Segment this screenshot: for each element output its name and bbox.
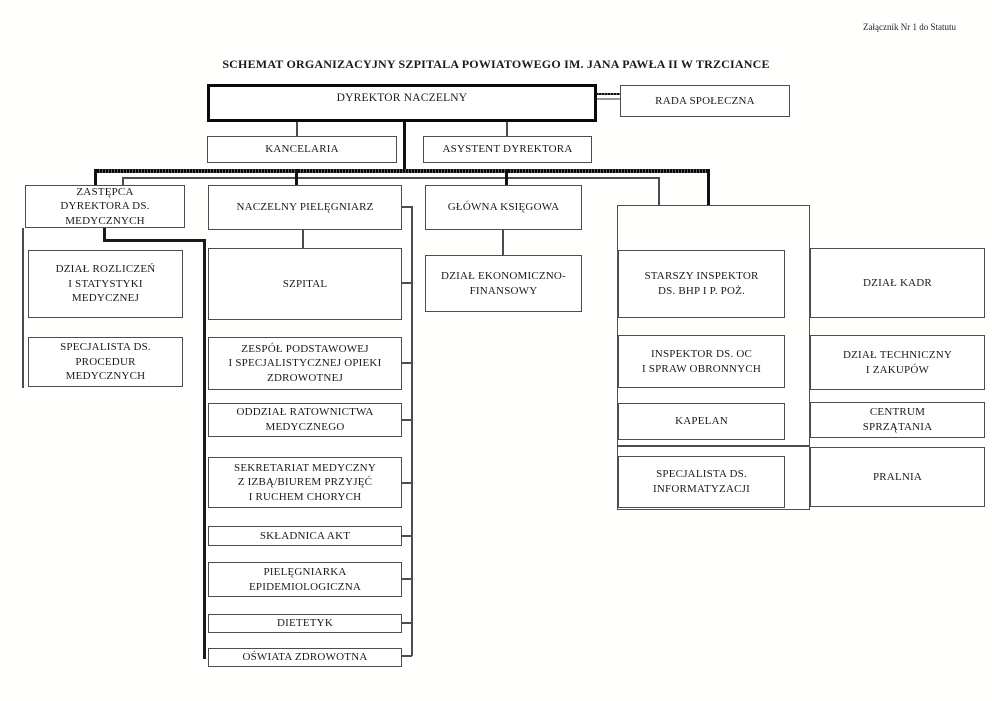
node-kapelan: KAPELAN [618,403,785,440]
stub-pielegniarka [402,578,412,580]
node-szpital: SZPITAL [208,248,402,320]
node-pralnia: PRALNIA [810,447,985,507]
edge-dyrektor-rada-bottom [596,98,621,100]
edge-dyrektor-kancelaria [296,121,298,136]
node-dietetyk: DIETETYK [208,614,402,633]
node-oddzial-ratownictwa: ODDZIAŁ RATOWNICTWA MEDYCZNEGO [208,403,402,437]
node-zespol-opieki: ZESPÓŁ PODSTAWOWEJ I SPECJALISTYCZNEJ OP… [208,337,402,390]
stub-dietetyk [402,622,412,624]
node-centrum-sprzatania: CENTRUM SPRZĄTANIA [810,402,985,438]
page-title: SCHEMAT ORGANIZACYJNY SZPITALA POWIATOWE… [222,57,770,71]
right-spine-hospital-column [411,206,413,656]
edge-dyrektor-spine [403,121,406,171]
node-kancelaria: KANCELARIA [207,136,397,163]
edge-zastepca-corner-h [103,239,205,242]
node-dzial-ekonomiczno-finansowy: DZIAŁ EKONOMICZNO- FINANSOWY [425,255,582,312]
node-specjalista-procedur: SPECJALISTA DS. PROCEDUR MEDYCZNYCH [28,337,183,387]
node-oswiata-zdrowotna: OŚWIATA ZDROWOTNA [208,648,402,667]
node-starszy-inspektor-bhp: STARSZY INSPEKTOR DS. BHP I P. POŻ. [618,250,785,318]
node-pielegniarka-epidemiologiczna: PIELĘGNIARKA EPIDEMIOLOGICZNA [208,562,402,597]
node-zastepca-dyrektora: ZASTĘPCA DYREKTORA DS. MEDYCZNYCH [25,185,185,228]
node-rada-spoleczna: RADA SPOŁECZNA [620,85,790,117]
node-dzial-kadr: DZIAŁ KADR [810,248,985,318]
edge-zastepca-corner-v [103,228,106,240]
node-naczelny-pielegniarz: NACZELNY PIELĘGNIARZ [208,185,402,230]
main-rail-thick [94,169,710,173]
edge-rail2-grupa-administracyjna [658,177,660,205]
node-skladnica-akt: SKŁADNICA AKT [208,526,402,546]
node-dzial-rozliczen: DZIAŁ ROZLICZEŃ I STATYSTYKI MEDYCZNEJ [28,250,183,318]
stub-sekretariat [402,482,412,484]
edge-rail-zastepca [94,169,97,185]
node-glowna-ksiegowa: GŁÓWNA KSIĘGOWA [425,185,582,230]
stub-oswiata [402,655,412,657]
edge-dyrektor-asystent [506,121,508,136]
node-dyrektor-naczelny: DYREKTOR NACZELNY [207,84,597,122]
left-spine-hospital-column [203,239,206,659]
node-specjalista-informatyzacji: SPECJALISTA DS. INFORMATYZACJI [618,456,785,508]
edge-rail2-zastepca [122,177,124,185]
edge-glowna-ekonomiczny [502,230,504,255]
stub-skladnica [402,535,412,537]
edge-rail-glowna [505,169,508,185]
stub-naczelny [402,206,412,208]
node-asystent-dyrektora: ASYSTENT DYREKTORA [423,136,592,163]
left-column-spine [22,228,24,388]
edge-rail-grupa-administracyjna [707,169,710,206]
node-dzial-techniczny: DZIAŁ TECHNICZNY I ZAKUPÓW [810,335,985,390]
attachment-note: Załącznik Nr 1 do Statutu [863,22,956,32]
main-rail-thin [122,177,660,179]
edge-dyrektor-rada-top [596,93,621,95]
stub-szpital [402,282,412,284]
grupa-administracyjna-divider [617,445,810,447]
stub-zespol [402,362,412,364]
node-inspektor-oc: INSPEKTOR DS. OC I SPRAW OBRONNYCH [618,335,785,388]
edge-naczelny-szpital [302,230,304,248]
node-sekretariat-medyczny: SEKRETARIAT MEDYCZNY Z IZBĄ/BIUREM PRZYJ… [208,457,402,508]
stub-oddzial [402,419,412,421]
grupa-administracyjna-frame [617,205,810,510]
edge-rail-naczelny [295,169,298,185]
